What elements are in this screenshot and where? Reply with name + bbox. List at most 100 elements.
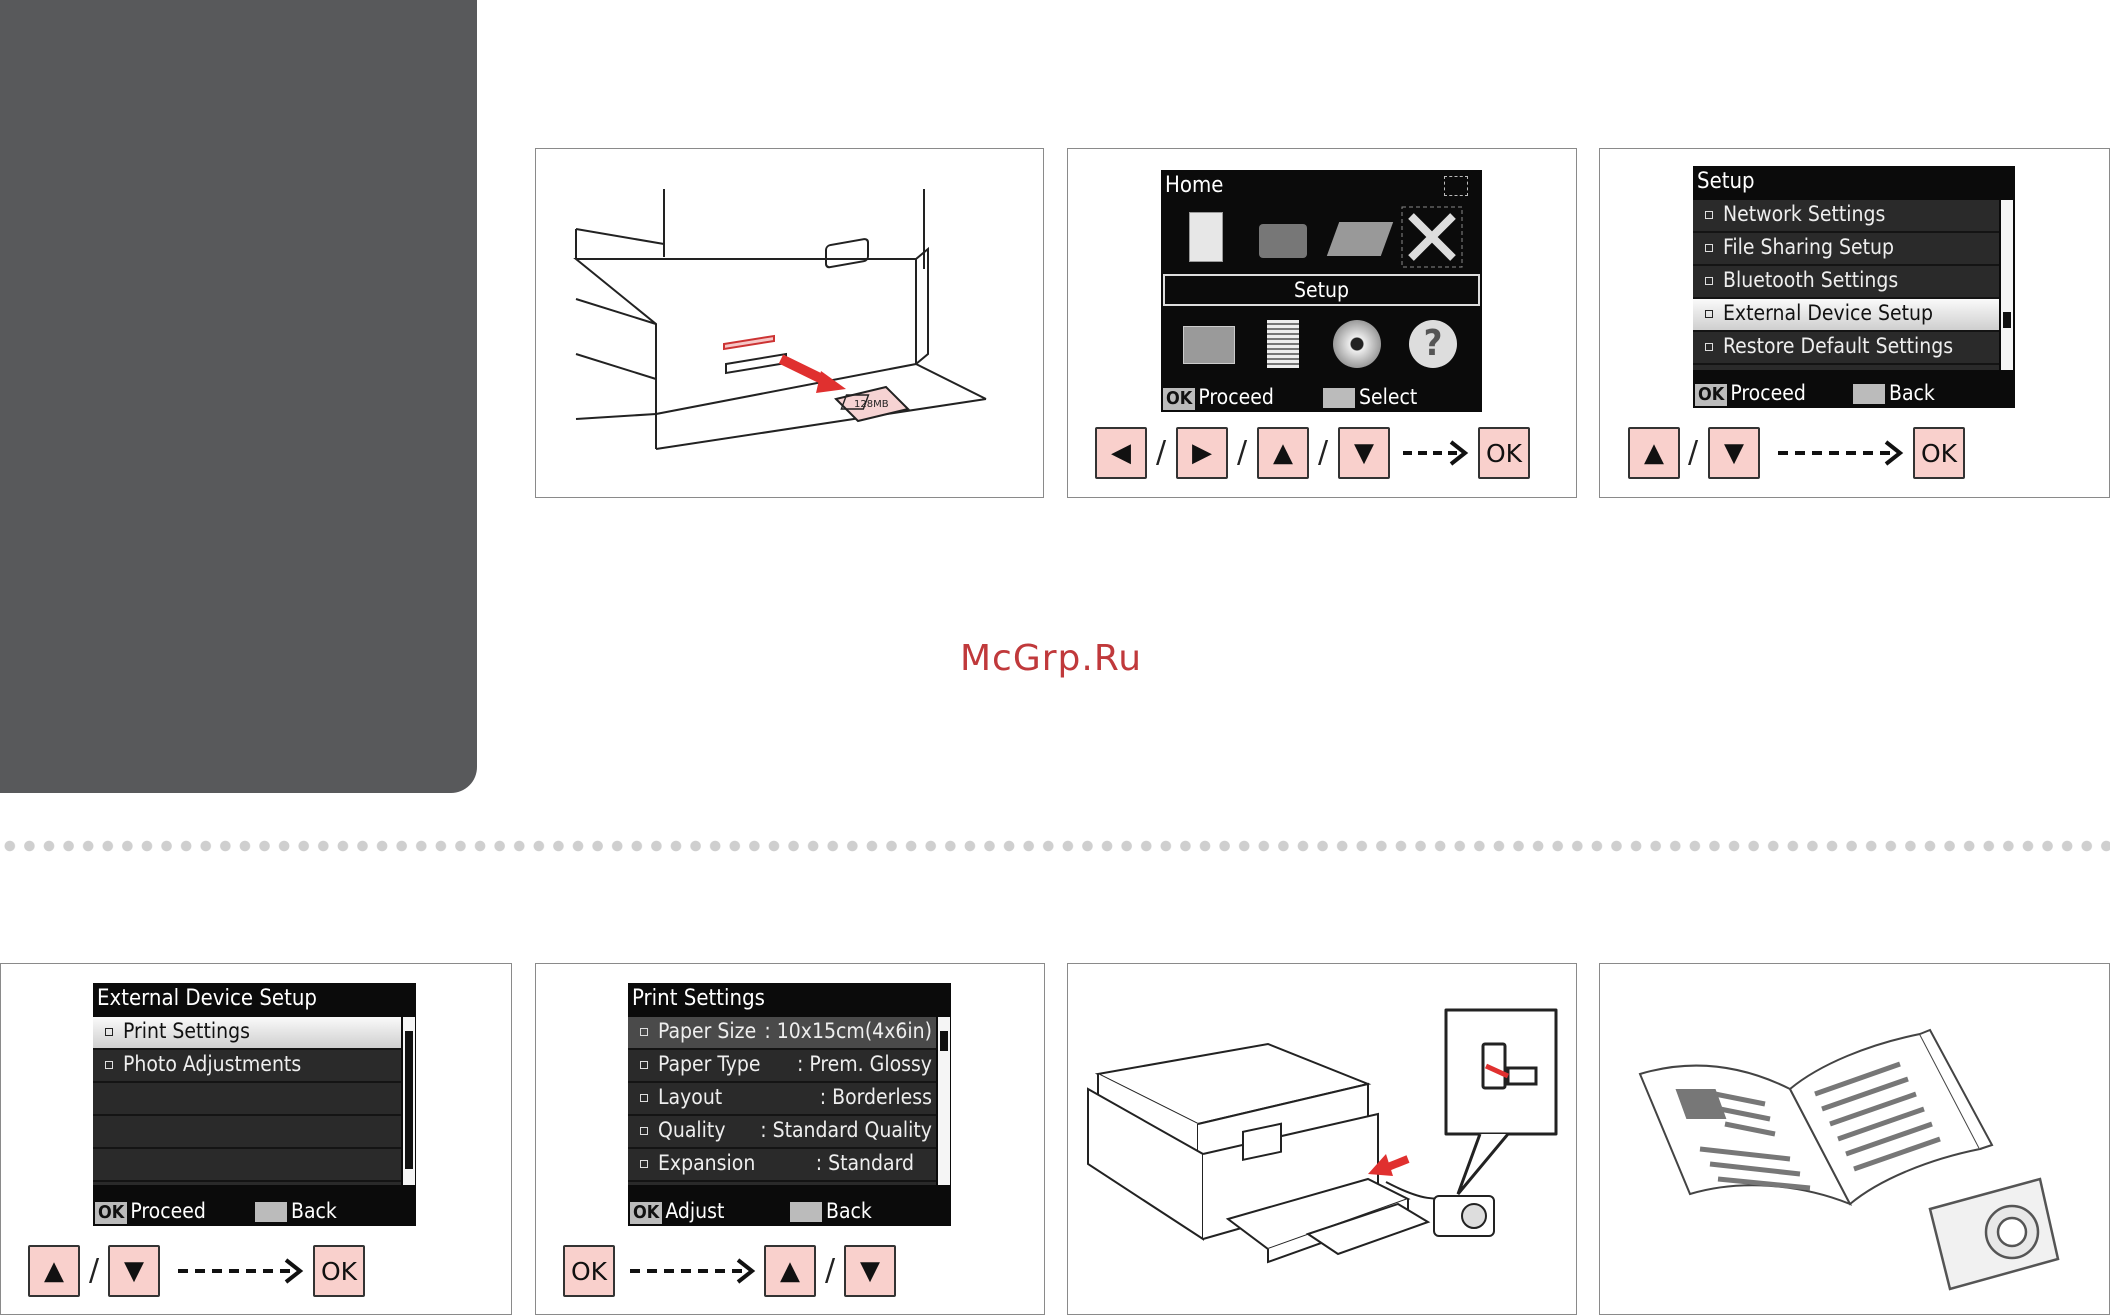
watermark: McGrp.Ru <box>960 638 1143 679</box>
ok-key[interactable]: OK <box>1913 427 1965 479</box>
photo-print-icon <box>1183 326 1235 364</box>
step-panel-print-settings: Print Settings Paper Size: 10x15cm(4x6in… <box>535 963 1045 1315</box>
external-menu-list: Print Settings Photo Adjustments <box>93 1017 401 1185</box>
dashed-arrow-icon <box>630 1258 756 1284</box>
up-key[interactable]: ▲ <box>1628 427 1680 479</box>
setting-row-paper-type[interactable]: Paper Type : Prem. Glossy <box>628 1050 936 1083</box>
menu-item-file-sharing-setup[interactable]: File Sharing Setup <box>1693 233 1999 266</box>
step-panel-reference-manual <box>1599 963 2110 1315</box>
menu-item-label: Photo Adjustments <box>123 1052 302 1076</box>
menu-item-label: Network Settings <box>1723 202 1886 226</box>
setting-label: Expansion <box>658 1151 756 1175</box>
dashed-arrow-icon <box>1403 440 1469 466</box>
print-settings-list: Paper Size: 10x15cm(4x6in) Paper Type : P… <box>628 1017 936 1185</box>
select-arrows-icon <box>1323 388 1355 408</box>
setup-label: Setup <box>1163 274 1480 306</box>
menu-item-empty <box>93 1149 401 1182</box>
menu-item-empty <box>93 1116 401 1149</box>
setting-row-quality[interactable]: Quality : Standard Quality <box>628 1116 936 1149</box>
ok-key[interactable]: OK <box>313 1245 365 1297</box>
menu-item-external-device-setup[interactable]: External Device Setup <box>1693 299 1999 332</box>
setup-tools-icon <box>1401 206 1463 268</box>
setting-row-expansion[interactable]: Expansion : Standard <box>628 1149 936 1182</box>
separator-slash: / <box>1688 435 1699 470</box>
footer-proceed-label: Proceed <box>130 1199 206 1223</box>
setting-label: Quality <box>658 1118 726 1142</box>
setting-value: : Borderless <box>819 1085 932 1109</box>
up-key[interactable]: ▲ <box>1257 427 1309 479</box>
scrollbar[interactable] <box>2001 200 2013 370</box>
left-key[interactable]: ◀ <box>1095 427 1147 479</box>
down-key[interactable]: ▼ <box>108 1245 160 1297</box>
footer-adjust-label: Adjust <box>665 1199 725 1223</box>
cd-print-icon <box>1333 320 1381 368</box>
scan-mode-icon <box>1326 222 1394 256</box>
lcd-title: External Device Setup <box>97 986 317 1011</box>
printer-camera-connection-illustration <box>1087 1008 1558 1264</box>
up-key[interactable]: ▲ <box>764 1245 816 1297</box>
menu-item-photo-adjustments[interactable]: Photo Adjustments <box>93 1050 401 1083</box>
menu-item-label: Print Settings <box>123 1019 250 1043</box>
step-panel-remove-card: 128MB <box>535 148 1044 498</box>
menu-item-bluetooth-settings[interactable]: Bluetooth Settings <box>1693 266 1999 299</box>
svg-text:128MB: 128MB <box>854 399 889 410</box>
menu-item-print-settings[interactable]: Print Settings <box>93 1017 401 1050</box>
setting-label: Layout <box>658 1085 723 1109</box>
back-icon <box>790 1202 822 1222</box>
step-panel-external-device-setup: External Device Setup Print Settings Pho… <box>0 963 512 1315</box>
menu-item-label: File Sharing Setup <box>1723 235 1895 259</box>
scrollbar[interactable] <box>403 1017 415 1185</box>
down-key[interactable]: ▼ <box>1338 427 1390 479</box>
ok-key[interactable]: OK <box>1478 427 1530 479</box>
setting-row-layout[interactable]: Layout : Borderless <box>628 1083 936 1116</box>
footer-proceed-label: Proceed <box>1198 385 1274 409</box>
photo-placeholder <box>1675 1089 1727 1119</box>
down-key[interactable]: ▼ <box>844 1245 896 1297</box>
connect-arrow-icon <box>1484 1063 1510 1079</box>
footer-select-label: Select <box>1359 385 1418 409</box>
menu-item-restore-default-settings[interactable]: Restore Default Settings <box>1693 332 1999 365</box>
menu-item-label: Bluetooth Settings <box>1723 268 1899 292</box>
setting-label: Paper Size <box>658 1019 757 1043</box>
external-lcd-screen: External Device Setup Print Settings Pho… <box>93 983 416 1226</box>
section-side-tab <box>0 0 477 793</box>
setting-value: : Prem. Glossy <box>796 1052 932 1076</box>
footer-back-label: Back <box>291 1199 337 1223</box>
setup-menu-list: Network Settings File Sharing Setup Blue… <box>1693 200 1999 370</box>
print-settings-lcd-screen: Print Settings Paper Size: 10x15cm(4x6in… <box>628 983 951 1226</box>
lcd-title: Print Settings <box>632 986 765 1011</box>
ok-chip: OK <box>630 1202 663 1224</box>
ok-chip: OK <box>1695 384 1728 406</box>
menu-item-network-settings[interactable]: Network Settings <box>1693 200 1999 233</box>
separator-slash: / <box>825 1253 836 1288</box>
ok-chip: OK <box>95 1202 128 1224</box>
setting-value: : Standard <box>815 1151 914 1175</box>
camera-icon <box>1433 1195 1495 1237</box>
separator-slash: / <box>1318 435 1329 470</box>
back-icon <box>255 1202 287 1222</box>
down-key[interactable]: ▼ <box>1708 427 1760 479</box>
usb-port-zoom <box>1444 1008 1558 1195</box>
up-key[interactable]: ▲ <box>28 1245 80 1297</box>
setting-row-paper-size[interactable]: Paper Size: 10x15cm(4x6in) <box>628 1017 936 1050</box>
manual-and-camera-illustration <box>1638 1028 2060 1291</box>
setup-lcd-screen: Setup Network Settings File Sharing Setu… <box>1693 166 2015 408</box>
right-key[interactable]: ▶ <box>1176 427 1228 479</box>
separator-slash: / <box>1156 435 1167 470</box>
separator-slash: / <box>1237 435 1248 470</box>
scrollbar[interactable] <box>938 1017 950 1185</box>
ok-key[interactable]: OK <box>563 1245 615 1297</box>
step-panel-connect-camera <box>1067 963 1577 1315</box>
dashed-arrow-icon <box>1778 440 1904 466</box>
setting-label: Paper Type <box>658 1052 761 1076</box>
footer-proceed-label: Proceed <box>1730 381 1806 405</box>
setting-value: : Standard Quality <box>760 1118 932 1142</box>
printer-card-slot-illustration: 128MB <box>573 189 987 450</box>
help-icon: ? <box>1409 320 1457 368</box>
ok-chip: OK <box>1163 388 1196 410</box>
